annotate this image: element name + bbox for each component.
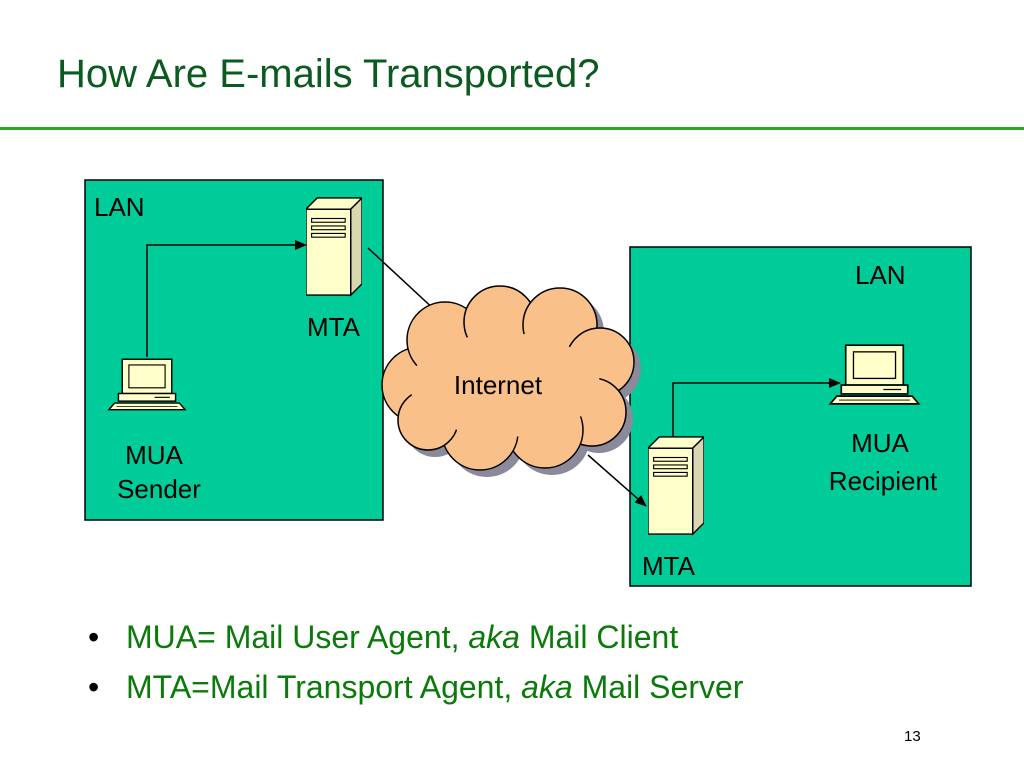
bullet-text-before: MUA= Mail User Agent, (126, 619, 469, 655)
sender-mua-label: MUA (125, 440, 183, 470)
right-mta-server-icon (648, 436, 704, 535)
internet-label: Internet (454, 370, 543, 400)
page-number: 13 (904, 728, 921, 745)
title-underline (0, 127, 1024, 130)
arrow-mta-to-mua-recipient (672, 378, 841, 436)
left-lan-label: LAN (94, 192, 145, 222)
right-lan-label: LAN (855, 260, 906, 290)
left-mta-label: MTA (307, 312, 361, 342)
bullet-text-before: MTA=Mail Transport Agent, (126, 669, 522, 705)
left-mta-server-icon (306, 197, 362, 296)
right-mta-label: MTA (642, 551, 696, 581)
bullet-text-emphasis: aka (468, 619, 520, 655)
arrow-mua-sender-to-mta (146, 240, 307, 357)
bullet-marker: • (88, 669, 100, 705)
right-lan-box (629, 246, 972, 587)
bullet-text-after: Mail Client (519, 619, 679, 655)
bullet-mta-definition: • MTA=Mail Transport Agent, aka Mail Serv… (88, 662, 743, 712)
recipient-mua-label: MUA (851, 428, 909, 458)
bullet-marker: • (88, 619, 100, 655)
definition-bullets: • MUA= Mail User Agent, aka Mail Client •… (88, 612, 743, 712)
slide-title: How Are E-mails Transported? (57, 52, 600, 96)
line-mta-to-internet (367, 247, 438, 313)
bullet-mua-definition: • MUA= Mail User Agent, aka Mail Client (88, 612, 743, 662)
bullet-text-emphasis: aka (521, 669, 573, 705)
recipient-role-label: Recipient (829, 466, 938, 496)
sender-role-label: Sender (117, 474, 201, 504)
internet-cloud (381, 285, 641, 477)
arrow-internet-to-mta (587, 454, 647, 507)
bullet-text-after: Mail Server (572, 669, 744, 705)
